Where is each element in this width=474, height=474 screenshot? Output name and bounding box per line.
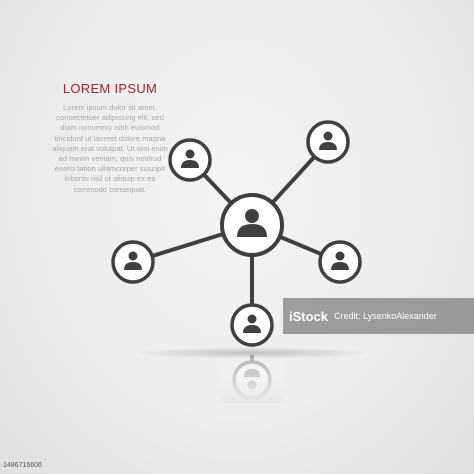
node-top-right [306, 120, 350, 164]
watermark-logo: iStock [289, 308, 329, 324]
body-line: diam nonummy nibh euismod [60, 123, 160, 133]
center-node [220, 193, 284, 257]
user-icon [319, 131, 337, 150]
body-line: consectetuer adipiscing elit, sed [56, 113, 164, 123]
node-right [318, 240, 362, 284]
user-icon [181, 149, 199, 168]
node-left [111, 240, 155, 284]
watermark-banner: iStock Credit: LysenkoAlexander [283, 298, 474, 334]
node-bottom [230, 303, 274, 347]
image-id: 1486716606 [3, 462, 42, 469]
body-line: exerci tation ullamcorper suscipit [54, 164, 166, 174]
user-icon [237, 209, 267, 237]
body-line: aliquam erat volutpat. Ut wisi enim [52, 143, 168, 153]
body-line: ad minim veniam, quis nostrud [58, 154, 162, 164]
body-line: Lorem ipsum dolor sit amet, [63, 103, 157, 112]
user-icon [331, 251, 349, 270]
user-icon [243, 314, 261, 333]
user-icon [124, 251, 142, 270]
watermark-credit: Credit: LysenkoAlexander [334, 311, 437, 321]
body-line: lobortis nisl ut aliquip ex ea [64, 174, 156, 184]
body-line: commodo consequat. [73, 184, 147, 194]
heading: LOREM IPSUM [62, 81, 158, 96]
body-paragraph: Lorem ipsum dolor sit amet, consectetuer… [20, 103, 200, 195]
node-top-left [168, 138, 212, 182]
floor-shadow [132, 347, 372, 359]
body-line: tincidunt ut laoreet dolore magna [54, 133, 166, 143]
